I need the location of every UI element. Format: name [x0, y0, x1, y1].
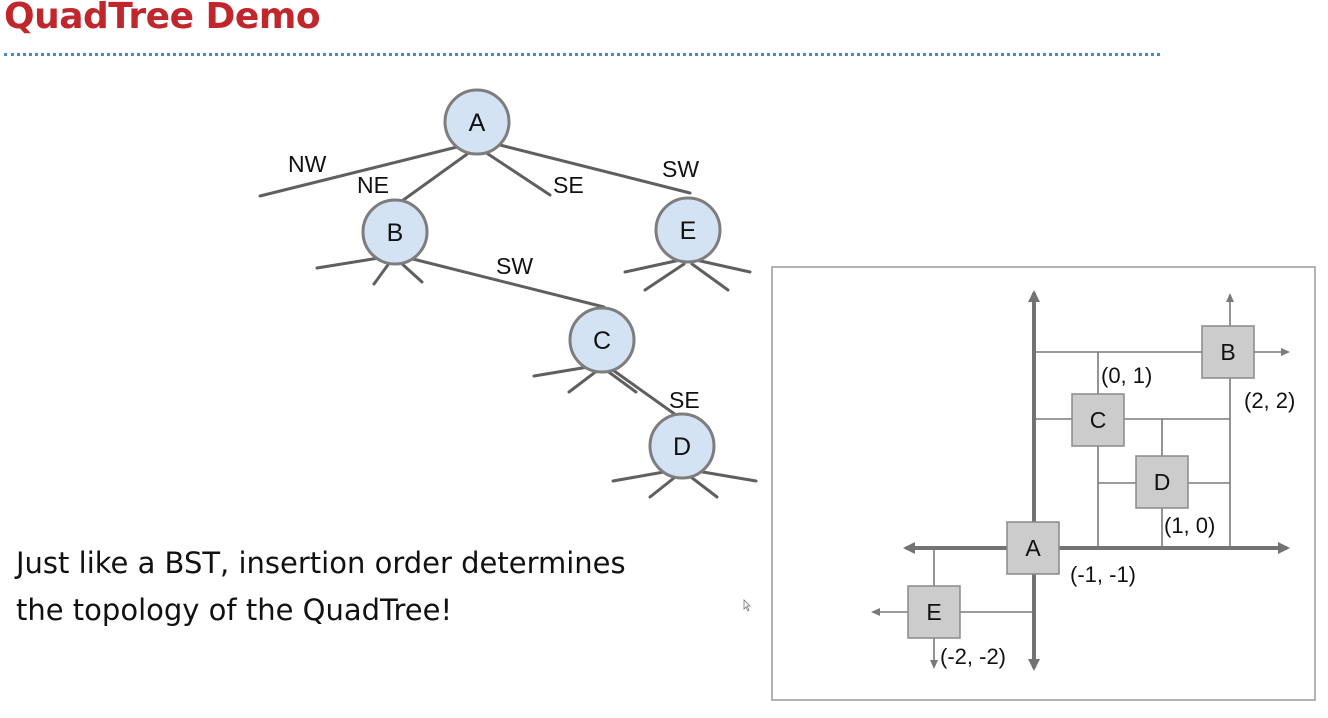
- tree-node-d: D: [648, 412, 716, 480]
- point-a-label: A: [1025, 535, 1041, 561]
- edge-label-a-sw: SW: [662, 156, 699, 182]
- edge-label-a-ne: NE: [357, 172, 389, 198]
- slide-title: QuadTree Demo: [4, 0, 321, 37]
- coord-label-a: (-1, -1): [1070, 562, 1136, 587]
- point-e: E: [907, 585, 961, 639]
- tree-edge-c-sw: [604, 368, 638, 394]
- spatial-partition-panel: B C D A E (0, 1) (2, 2) (1, 0) (-1, -1) …: [771, 266, 1316, 701]
- tree-edge-e-nw: [623, 258, 682, 274]
- point-c: C: [1071, 393, 1125, 447]
- title-divider: [4, 53, 1160, 56]
- tree-node-a-label: A: [469, 109, 486, 137]
- caption-line-2: the topology of the QuadTree!: [16, 593, 453, 627]
- tree-node-e-label: E: [680, 217, 697, 245]
- edge-label-a-nw: NW: [288, 151, 327, 177]
- tree-edge-b-sw: [403, 255, 606, 309]
- point-d: D: [1135, 455, 1189, 509]
- point-b-label: B: [1220, 339, 1235, 365]
- tree-node-e: E: [654, 196, 722, 264]
- coord-label-d: (1, 0): [1164, 513, 1215, 538]
- tree-edge-b-nw: [315, 255, 387, 270]
- point-e-label: E: [926, 599, 941, 625]
- edge-label-a-se: SE: [553, 172, 584, 198]
- tree-node-c-label: C: [593, 327, 611, 355]
- tree-edge-b-ne: [372, 260, 392, 286]
- cursor-icon: [743, 599, 751, 612]
- coord-label-e: (-2, -2): [940, 644, 1006, 669]
- coord-label-c: (0, 1): [1101, 363, 1152, 388]
- tree-edge-a-nw: [258, 143, 467, 198]
- quadtree-tree: A B E C D NW NE SE SW SW SE: [258, 88, 758, 499]
- tree-edge-e-se: [690, 262, 730, 292]
- slide-caption: Just like a BST, insertion order determi…: [16, 540, 626, 634]
- tree-node-a: A: [443, 88, 511, 156]
- point-a: A: [1006, 521, 1060, 575]
- tree-edge-b-se: [398, 260, 424, 284]
- tree-node-c: C: [568, 306, 636, 374]
- edge-label-b-sw: SW: [496, 253, 533, 279]
- caption-line-1: Just like a BST, insertion order determi…: [16, 546, 626, 580]
- tree-edge-a-se: [483, 150, 552, 197]
- tree-edge-e-sw: [694, 258, 752, 274]
- edge-label-c-se: SE: [669, 387, 700, 413]
- tree-node-b: B: [361, 198, 429, 266]
- tree-node-b-label: B: [387, 219, 404, 247]
- point-c-label: C: [1090, 407, 1107, 433]
- tree-edge-a-sw: [498, 143, 692, 195]
- point-b: B: [1201, 325, 1255, 379]
- tree-edge-c-ne: [567, 368, 600, 394]
- tree-edge-e-ne: [643, 262, 686, 292]
- tree-edge-a-ne: [393, 150, 472, 208]
- point-d-label: D: [1154, 469, 1171, 495]
- coord-label-b: (2, 2): [1244, 388, 1295, 413]
- tree-node-d-label: D: [673, 433, 691, 461]
- tree-edge-c-se: [608, 366, 685, 422]
